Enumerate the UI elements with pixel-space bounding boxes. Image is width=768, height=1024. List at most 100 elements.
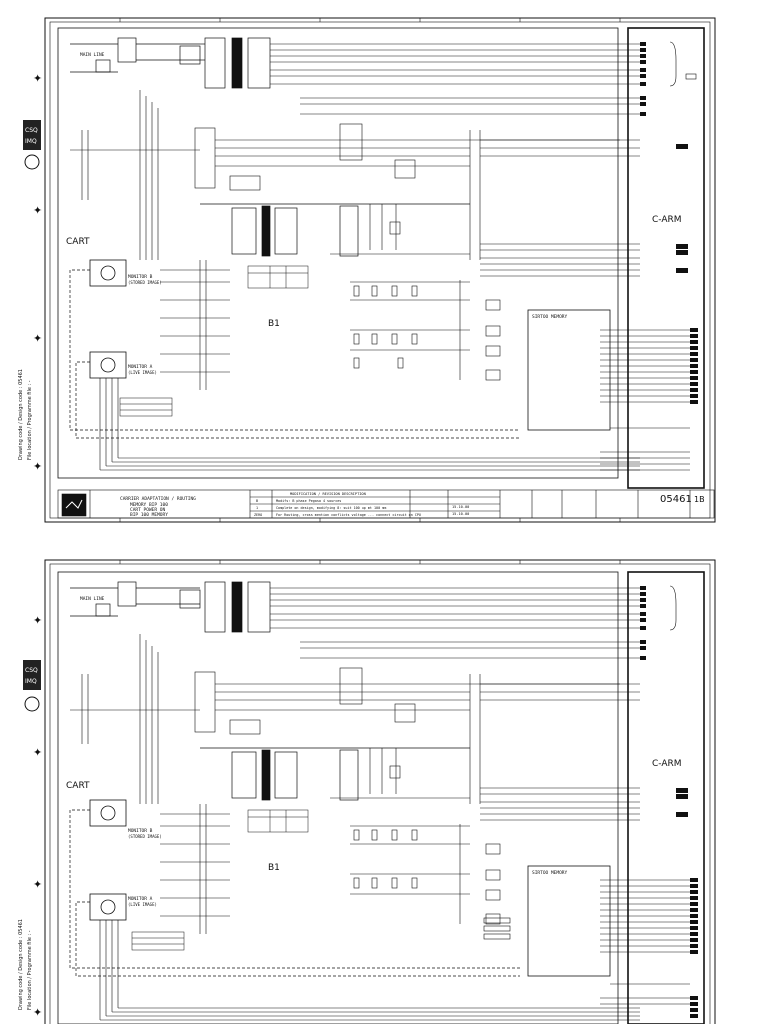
title-date-2: 15.10.00	[452, 512, 469, 516]
svg-text:✦: ✦	[33, 72, 42, 85]
filter-components	[330, 204, 470, 255]
carm-label: C-ARM	[652, 215, 682, 225]
main-transformer	[200, 37, 271, 89]
monitor-a: MONITOR A (LIVE IMAGE)	[89, 351, 157, 379]
secondary-transformer	[200, 203, 470, 257]
main-transformer	[204, 581, 271, 633]
certification-logo: CSQ IMQ	[23, 120, 41, 170]
carm-boundary	[627, 571, 705, 1024]
revision-text-1: Complete on design, modifying 8: suit 10…	[276, 506, 386, 510]
svg-text:CSQ: CSQ	[25, 127, 38, 134]
b1-label: B1	[268, 319, 280, 329]
title-description-1: CARRIER ADAPTATION / ROUTING	[120, 496, 196, 502]
memory-unit: SIRTOO MEMORY	[527, 309, 698, 431]
carm-connector-top	[640, 42, 646, 116]
left-harness	[70, 90, 200, 260]
monitor-b: MONITOR B (STORED IMAGE)	[89, 259, 162, 287]
voltage-table	[247, 265, 309, 289]
frame-ticks	[119, 18, 621, 522]
registration-marks: ✦ ✦ ✦ ✦	[33, 72, 42, 473]
memory-title: SIRTOO MEMORY	[532, 870, 568, 876]
title-block	[57, 489, 715, 519]
monitor-a-sublabel: (LIVE IMAGE)	[128, 370, 157, 375]
certification-logo: CSQ IMQ	[23, 660, 41, 712]
revision-text-0: Modifs: B phase Pegasa 4 sources	[276, 499, 341, 503]
memory-unit: SIRTOO MEMORY	[527, 865, 698, 977]
revision-id-1: 1	[256, 506, 258, 510]
carm-connector-top	[640, 586, 646, 660]
monitor-legend	[119, 397, 173, 417]
title-description-2: MEMORY BIP 100	[130, 502, 168, 508]
monitor-a-label: MONITOR A	[128, 364, 153, 370]
schematic-sheet-1: ✦ ✦ ✦ ✦ CSQ IMQ Drawing code / Design co…	[18, 17, 716, 523]
modification-header: MODIFICATION / REVISION DESCRIPTION	[290, 492, 366, 496]
monitor-a: MONITOR A (LIVE IMAGE)	[89, 893, 157, 921]
title-description-4: BIP 100 MEMORY	[130, 512, 168, 518]
drawing-number: 05461	[660, 494, 692, 505]
svg-text:✦: ✦	[33, 1006, 42, 1019]
frame-ticks	[119, 560, 621, 564]
svg-text:IMQ: IMQ	[25, 678, 37, 685]
component-matrix	[350, 824, 511, 940]
mains-line-label: MAIN LINE	[80, 596, 105, 602]
revision-id-0: B	[256, 499, 258, 503]
side-label-file: File location / Programme file : -	[27, 930, 33, 1010]
video-cables	[69, 809, 520, 977]
carm-label: C-ARM	[652, 759, 682, 769]
registration-marks: ✦ ✦ ✦ ✦	[33, 614, 42, 1019]
title-description-3: CART POWER ON	[130, 507, 166, 513]
transformer-bus-lines	[270, 587, 640, 659]
svg-text:CSQ: CSQ	[25, 667, 38, 674]
carm-connector-mid	[480, 683, 690, 1005]
carm-connector-pins	[676, 144, 688, 273]
side-label-drawing-code: Drawing code / Design code : 05461	[18, 919, 24, 1010]
mains-input	[70, 581, 201, 617]
sheet-number: 1B	[694, 495, 705, 504]
left-harness	[70, 634, 200, 804]
svg-text:✦: ✦	[33, 614, 42, 627]
sheet-frame	[44, 17, 716, 523]
company-logo	[65, 499, 83, 509]
side-label-file: File location / Programme file : -	[27, 380, 33, 460]
svg-text:✦: ✦	[33, 204, 42, 217]
svg-text:IMQ: IMQ	[25, 138, 37, 145]
voltage-table	[247, 809, 309, 833]
monitor-a-sublabel: (LIVE IMAGE)	[128, 902, 157, 907]
relay-block	[194, 667, 620, 804]
b1-label: B1	[268, 863, 280, 873]
svg-text:✦: ✦	[33, 746, 42, 759]
secondary-transformer	[200, 747, 470, 801]
sheet-frame	[44, 559, 716, 1024]
monitor-b-label: MONITOR B	[128, 828, 153, 834]
relay-block	[194, 123, 620, 260]
monitor-b-label: MONITOR B	[128, 274, 153, 280]
schematic-sheet-2: ✦ ✦ ✦ ✦ CSQ IMQ Drawing code / Design co…	[18, 559, 716, 1024]
memory-title: SIRTOO MEMORY	[532, 314, 568, 320]
title-date-1: 15.10.00	[452, 505, 469, 509]
mains-line-label: MAIN LINE	[80, 52, 105, 58]
svg-text:✦: ✦	[33, 460, 42, 473]
monitor-b: MONITOR B (STORED IMAGE)	[89, 799, 162, 839]
svg-text:✦: ✦	[33, 878, 42, 891]
svg-text:✦: ✦	[33, 332, 42, 345]
monitor-legend	[131, 931, 185, 951]
cart-label: CART	[66, 237, 90, 247]
revision-text-2: For Routing, cross mention conflicts vol…	[276, 513, 421, 517]
carm-connector-pins	[676, 788, 698, 1018]
transformer-bus-lines	[270, 43, 640, 115]
carm-connector-mid	[480, 139, 690, 471]
monitor-b-sublabel: (STORED IMAGE)	[128, 280, 162, 285]
monitor-cables	[99, 378, 640, 471]
monitor-a-label: MONITOR A	[128, 896, 153, 902]
video-cables	[69, 269, 520, 439]
side-label-drawing-code: Drawing code / Design code : 05461	[18, 369, 24, 460]
cart-connector-strip	[160, 260, 230, 390]
revision-id-2: ZERO	[254, 513, 262, 517]
monitor-cables	[99, 920, 640, 1021]
monitor-b-sublabel: (STORED IMAGE)	[128, 834, 162, 839]
mains-input	[70, 37, 201, 73]
cart-label: CART	[66, 781, 90, 791]
sheet-inner-frame	[49, 563, 711, 1024]
